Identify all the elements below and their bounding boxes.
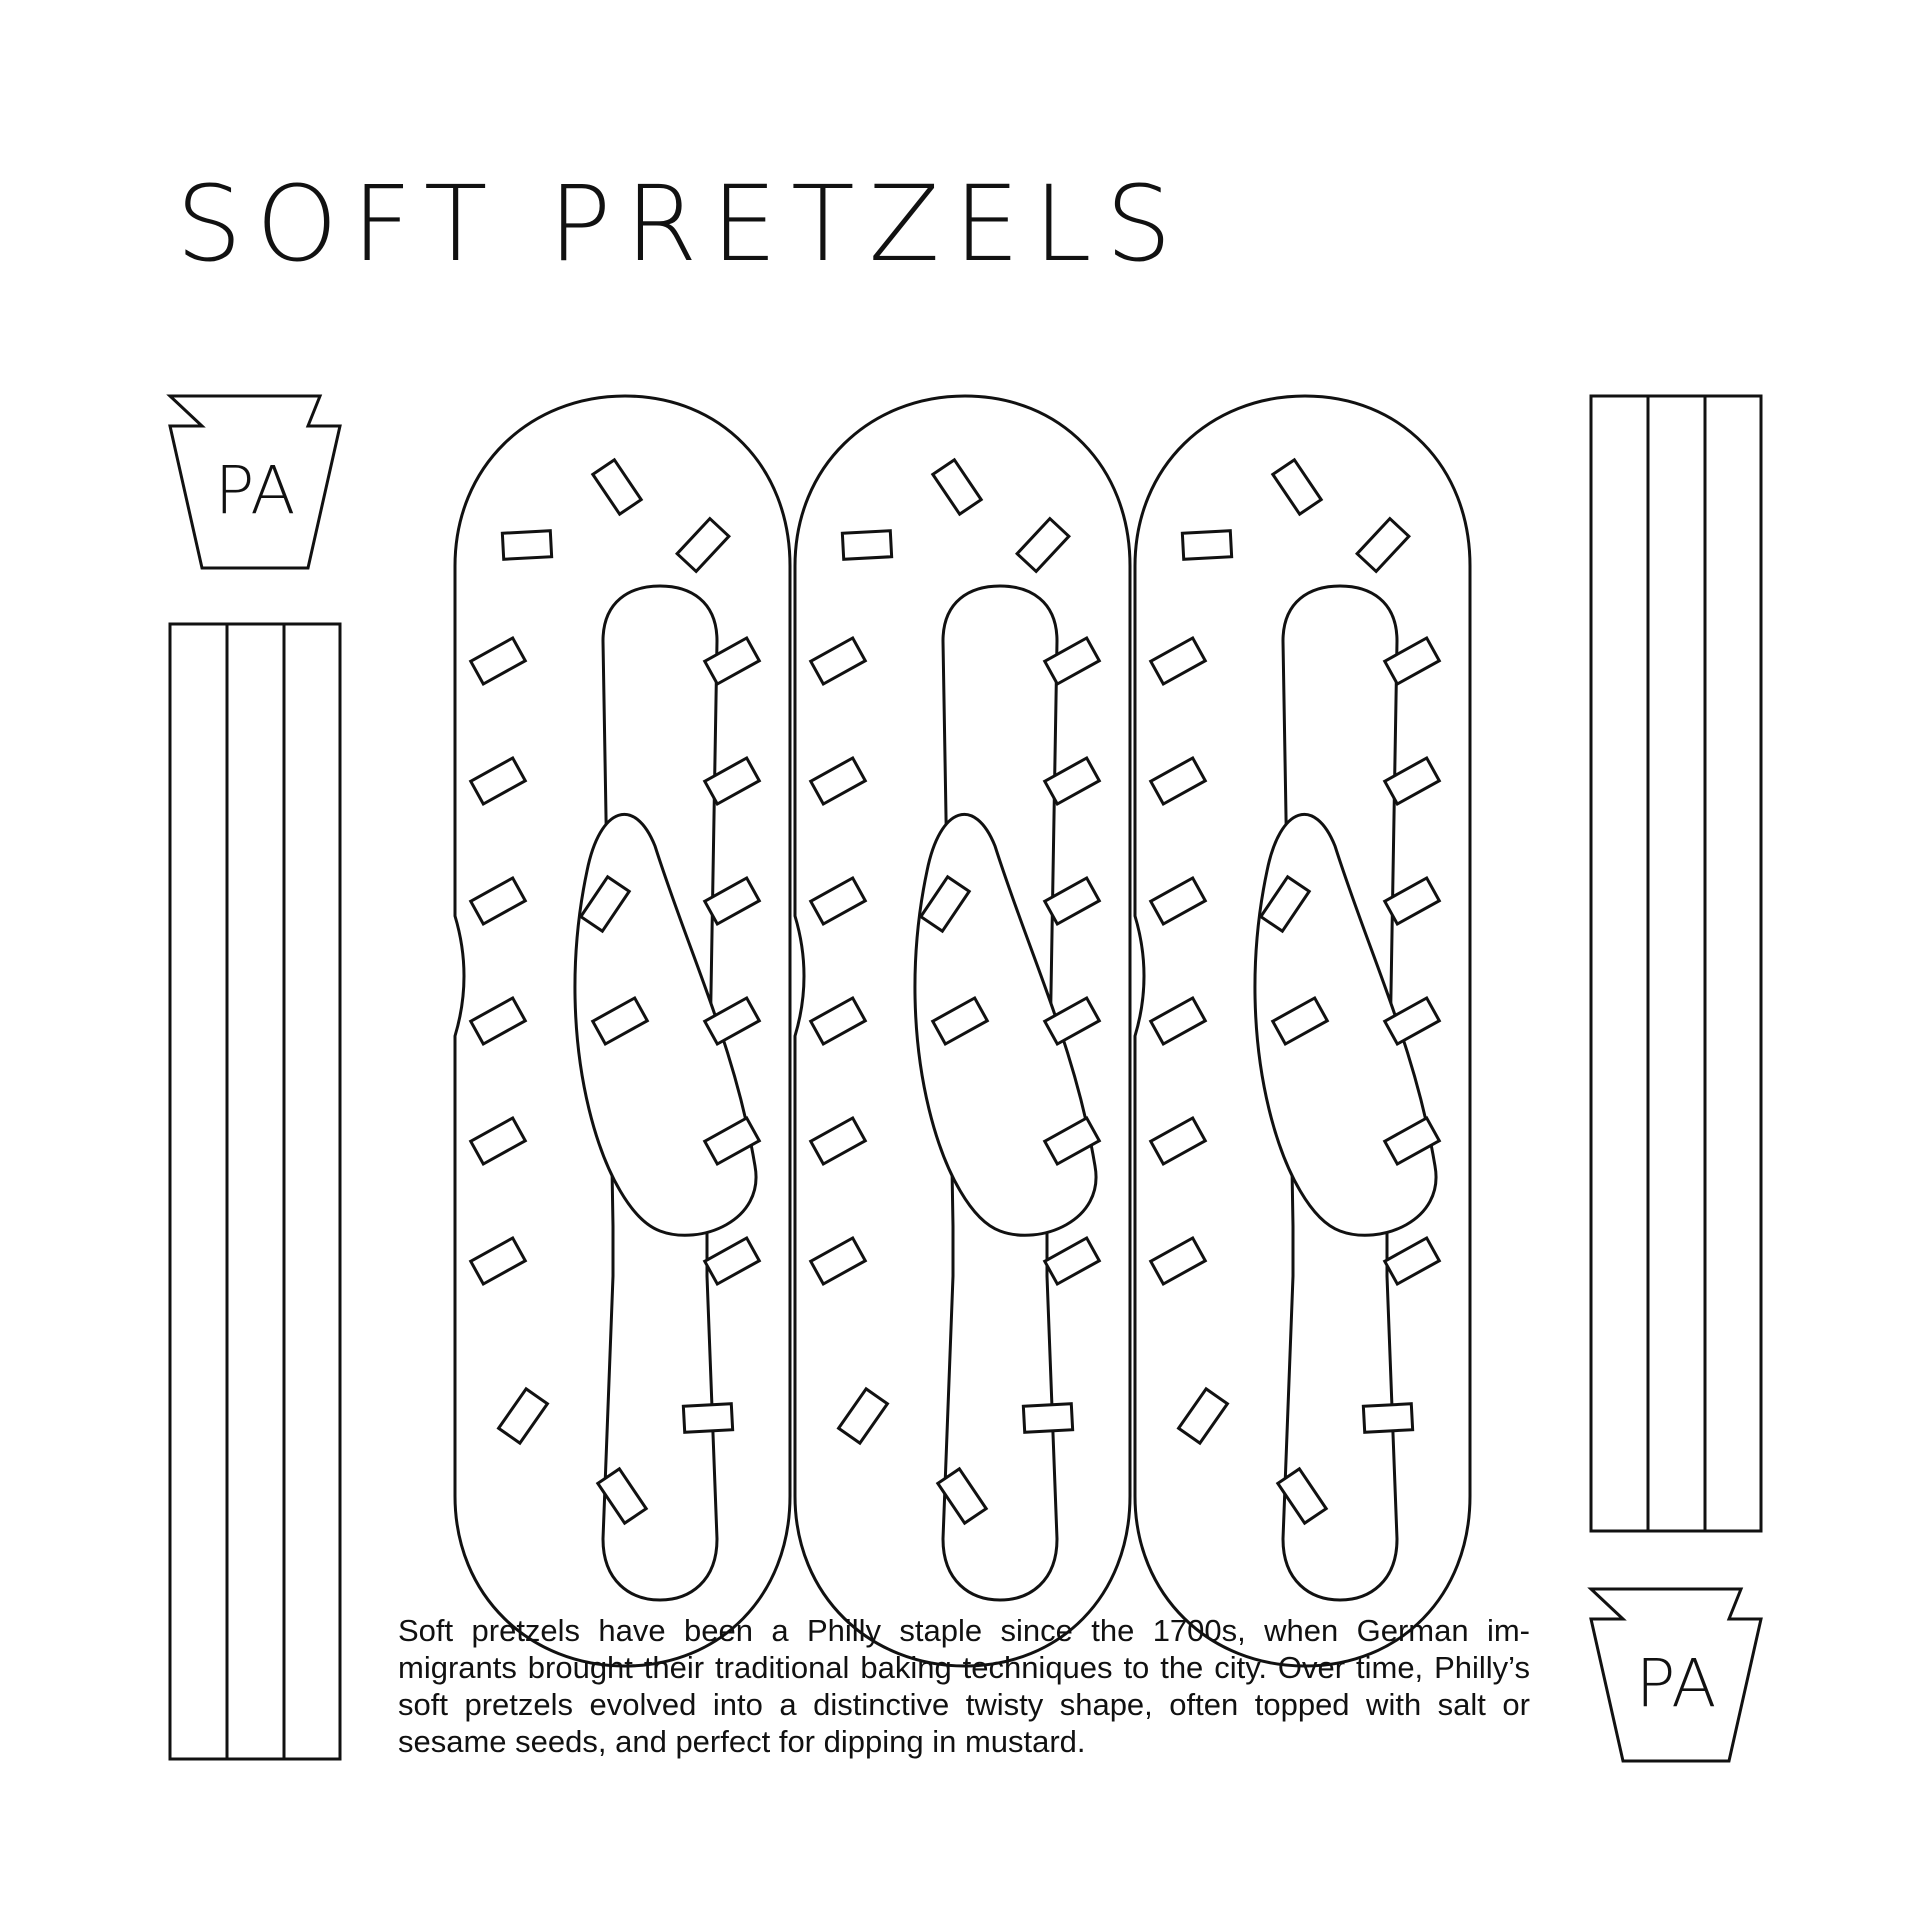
pretzel-3-icon (1135, 396, 1470, 1666)
description-paragraph: Soft pretzels have been a Philly staple … (398, 1613, 1530, 1759)
badge-bottom-right-label: PA (1636, 1645, 1717, 1722)
keystone-badge-top-left-icon: PA (168, 394, 342, 570)
badge-top-left-label: PA (215, 452, 296, 529)
page-title: SOFT PRETZELS (176, 163, 1186, 285)
pretzel-2-icon (795, 396, 1130, 1666)
left-striped-bar-icon (170, 624, 340, 1759)
keystone-badge-bottom-right-icon: PA (1589, 1587, 1763, 1763)
pretzel-1-icon (455, 396, 790, 1666)
right-striped-bar-icon (1591, 396, 1761, 1531)
